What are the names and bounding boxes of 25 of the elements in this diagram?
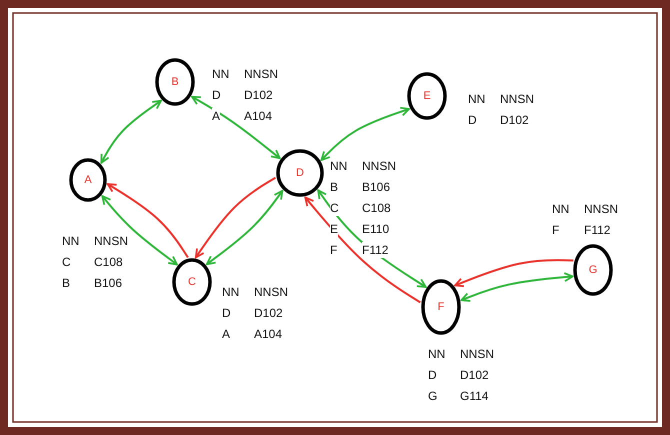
arrow	[106, 183, 189, 258]
circle-node	[69, 158, 107, 202]
arrow	[304, 196, 421, 304]
arrow	[100, 100, 162, 164]
arrow	[320, 106, 410, 161]
arrow	[206, 190, 284, 266]
node-label: F	[436, 300, 446, 315]
arrow	[454, 259, 574, 288]
node-label: D	[295, 166, 305, 181]
circle-node	[172, 258, 212, 306]
circle-node	[573, 244, 613, 296]
circle-node	[155, 58, 195, 106]
circle-node	[276, 149, 324, 197]
node-label: B	[170, 75, 180, 90]
arrow	[194, 176, 276, 258]
table-text: F112	[362, 242, 388, 258]
node-label: G	[588, 263, 598, 278]
node-label: E	[422, 89, 432, 104]
circle-node	[421, 279, 461, 335]
arrow	[460, 272, 574, 302]
node-label: C	[187, 275, 197, 290]
arrow	[191, 96, 281, 160]
node-label: A	[83, 173, 93, 188]
arrow	[101, 195, 178, 266]
circle-node	[407, 72, 447, 120]
